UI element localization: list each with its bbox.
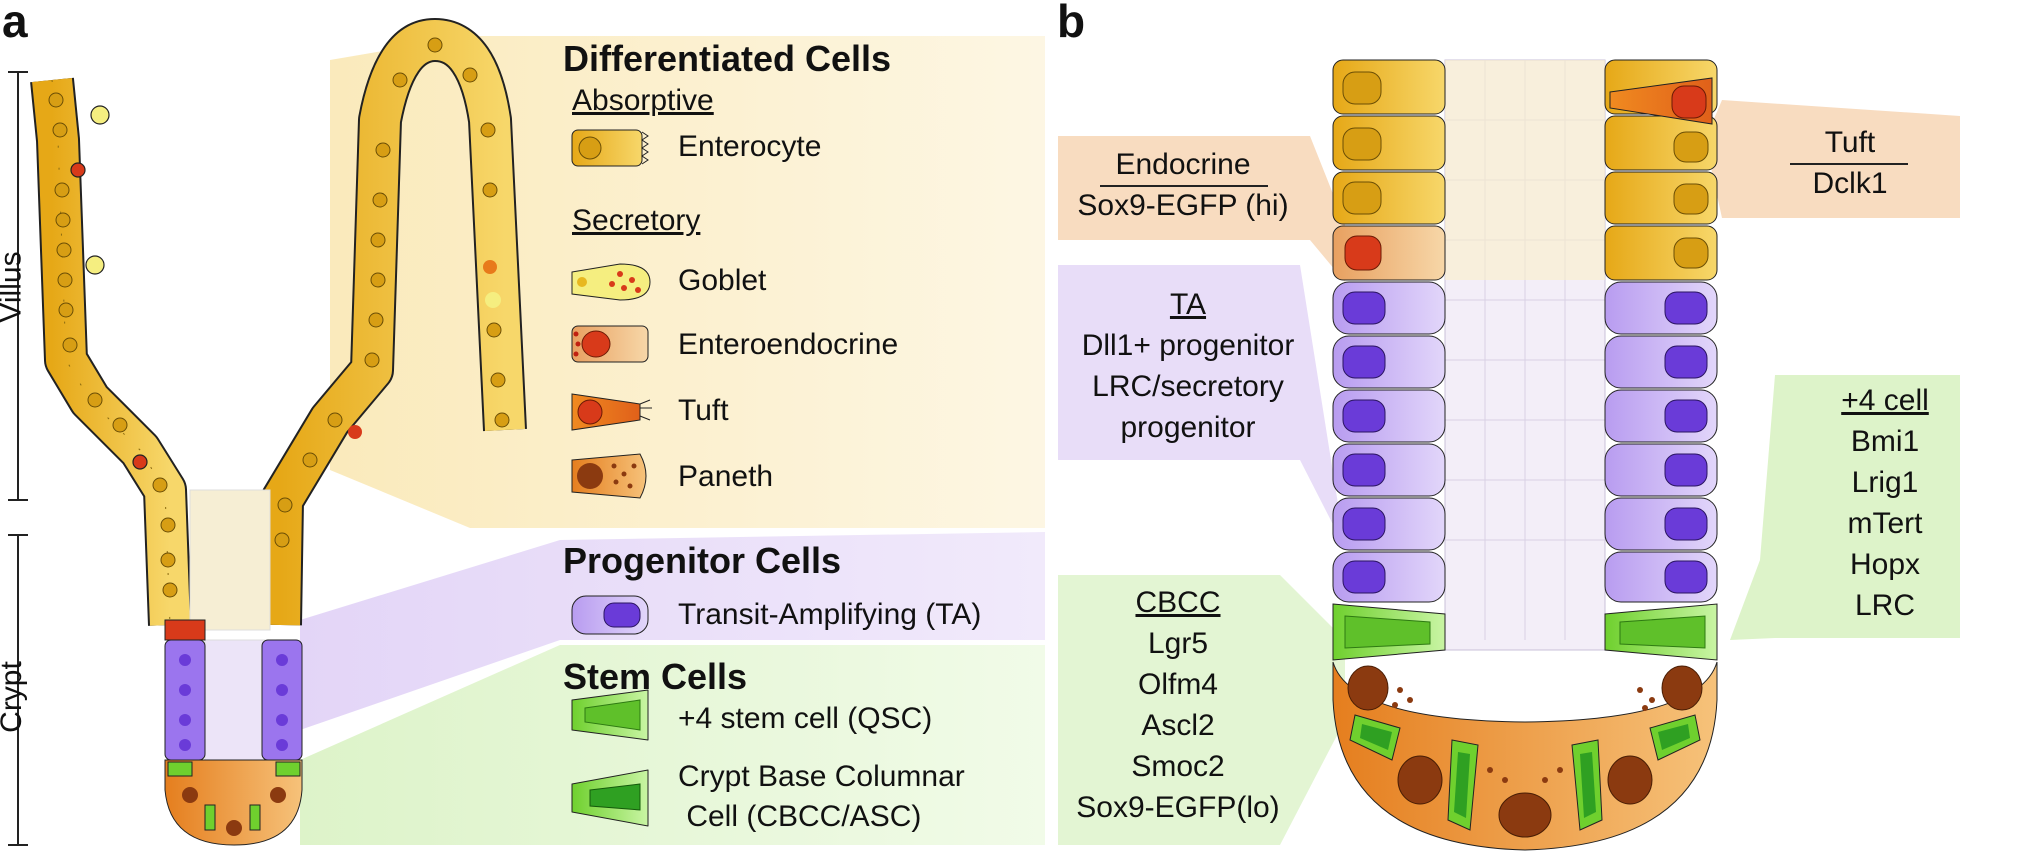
legend-label-tuft: Tuft bbox=[678, 394, 729, 427]
legend-label-cbcc-line2: Cell (CBCC/ASC) bbox=[678, 800, 922, 833]
axis-label-villus: Villus bbox=[0, 251, 28, 323]
crypt-lumen bbox=[189, 489, 271, 761]
callout-plus4: +4 cell Bmi1 Lrig1 mTert Hopx LRC bbox=[1810, 380, 1960, 626]
legend-label-cbcc-line1: Crypt Base Columnar bbox=[678, 760, 965, 793]
crypt-b-base bbox=[1332, 661, 1718, 851]
villus-right-arm bbox=[258, 18, 527, 626]
panel-a-backgrounds bbox=[300, 36, 1045, 845]
callout-plus4-line: mTert bbox=[1847, 507, 1923, 540]
callout-endocrine-title: Endocrine bbox=[1115, 148, 1251, 181]
callout-cbcc-title: CBCC bbox=[1135, 586, 1221, 619]
legend-icon-enterocyte bbox=[571, 129, 649, 167]
legend-icon-paneth bbox=[571, 453, 647, 499]
callout-plus4-line: Lrig1 bbox=[1851, 466, 1919, 499]
callout-ta-line: Dll1+ progenitor bbox=[1081, 329, 1295, 362]
legend-sub-secretory: Secretory bbox=[572, 204, 701, 237]
callout-endocrine: Endocrine Sox9-EGFP (hi) bbox=[1058, 144, 1308, 226]
callout-tuft: Tuft Dclk1 bbox=[1760, 122, 1940, 204]
legend-label-enteroendocrine: Enteroendocrine bbox=[678, 328, 899, 361]
legend-icon-goblet bbox=[571, 263, 651, 301]
callout-cbcc-line: Sox9-EGFP(lo) bbox=[1076, 791, 1280, 824]
villus-left-arm bbox=[30, 77, 192, 626]
legend-label-ta: Transit-Amplifying (TA) bbox=[678, 598, 982, 631]
crypt-b-ta-cells bbox=[1332, 281, 1718, 603]
legend-label-qsc: +4 stem cell (QSC) bbox=[678, 702, 933, 735]
legend-sub-absorptive: Absorptive bbox=[572, 84, 714, 117]
callout-plus4-title: +4 cell bbox=[1841, 384, 1929, 417]
crypt-base bbox=[164, 759, 303, 846]
crypt-b-plus4-cells bbox=[1332, 603, 1718, 661]
legend-header-stem: Stem Cells bbox=[563, 656, 748, 697]
axis-brackets bbox=[8, 71, 28, 846]
callout-cbcc-line: Smoc2 bbox=[1131, 750, 1225, 783]
crypt-ta-cells bbox=[164, 619, 303, 761]
callout-plus4-line: Hopx bbox=[1849, 548, 1921, 581]
callout-ta-line: progenitor bbox=[1120, 411, 1256, 444]
callout-cbcc-line: Lgr5 bbox=[1147, 627, 1209, 660]
callout-cbcc-line: Ascl2 bbox=[1141, 709, 1215, 742]
legend-icon-tuft bbox=[571, 393, 652, 431]
crypt-b-right-enterocytes bbox=[1604, 59, 1718, 281]
legend-header-differentiated: Differentiated Cells bbox=[563, 38, 892, 79]
legend-icon-qsc bbox=[571, 689, 649, 741]
callout-cbcc-line: Olfm4 bbox=[1137, 668, 1218, 701]
crypt-b-left-enterocytes bbox=[1332, 59, 1446, 281]
panel-label-b: b bbox=[1057, 0, 1086, 47]
callout-ta-title: TA bbox=[1169, 288, 1207, 321]
callout-plus4-line: Bmi1 bbox=[1850, 425, 1920, 458]
callout-cbcc: CBCC Lgr5 Olfm4 Ascl2 Smoc2 Sox9-EGFP(lo… bbox=[1058, 582, 1298, 828]
legend-label-goblet: Goblet bbox=[678, 264, 767, 297]
legend-icon-cbcc bbox=[571, 769, 649, 827]
axis-label-crypt: Crypt bbox=[0, 661, 28, 733]
callout-ta-line: LRC/secretory bbox=[1092, 370, 1284, 403]
legend-label-enterocyte: Enterocyte bbox=[678, 130, 822, 163]
legend-icon-ta bbox=[571, 595, 649, 635]
legend-icon-enteroendocrine bbox=[571, 325, 649, 363]
callout-tuft-title: Tuft bbox=[1824, 126, 1876, 159]
callout-ta: TA Dll1+ progenitor LRC/secretory progen… bbox=[1058, 284, 1318, 448]
callout-tuft-line: Dclk1 bbox=[1812, 167, 1888, 200]
callout-dividers bbox=[1100, 163, 1908, 187]
legend-header-progenitor: Progenitor Cells bbox=[563, 540, 842, 581]
crypt-b-lumen bbox=[1444, 59, 1606, 651]
callout-endocrine-line: Sox9-EGFP (hi) bbox=[1077, 189, 1289, 222]
legend-label-paneth: Paneth bbox=[678, 460, 774, 493]
callout-plus4-line: LRC bbox=[1854, 589, 1915, 622]
panel-label-a: a bbox=[2, 0, 28, 47]
panel-b-callout-backgrounds bbox=[1058, 100, 1960, 845]
